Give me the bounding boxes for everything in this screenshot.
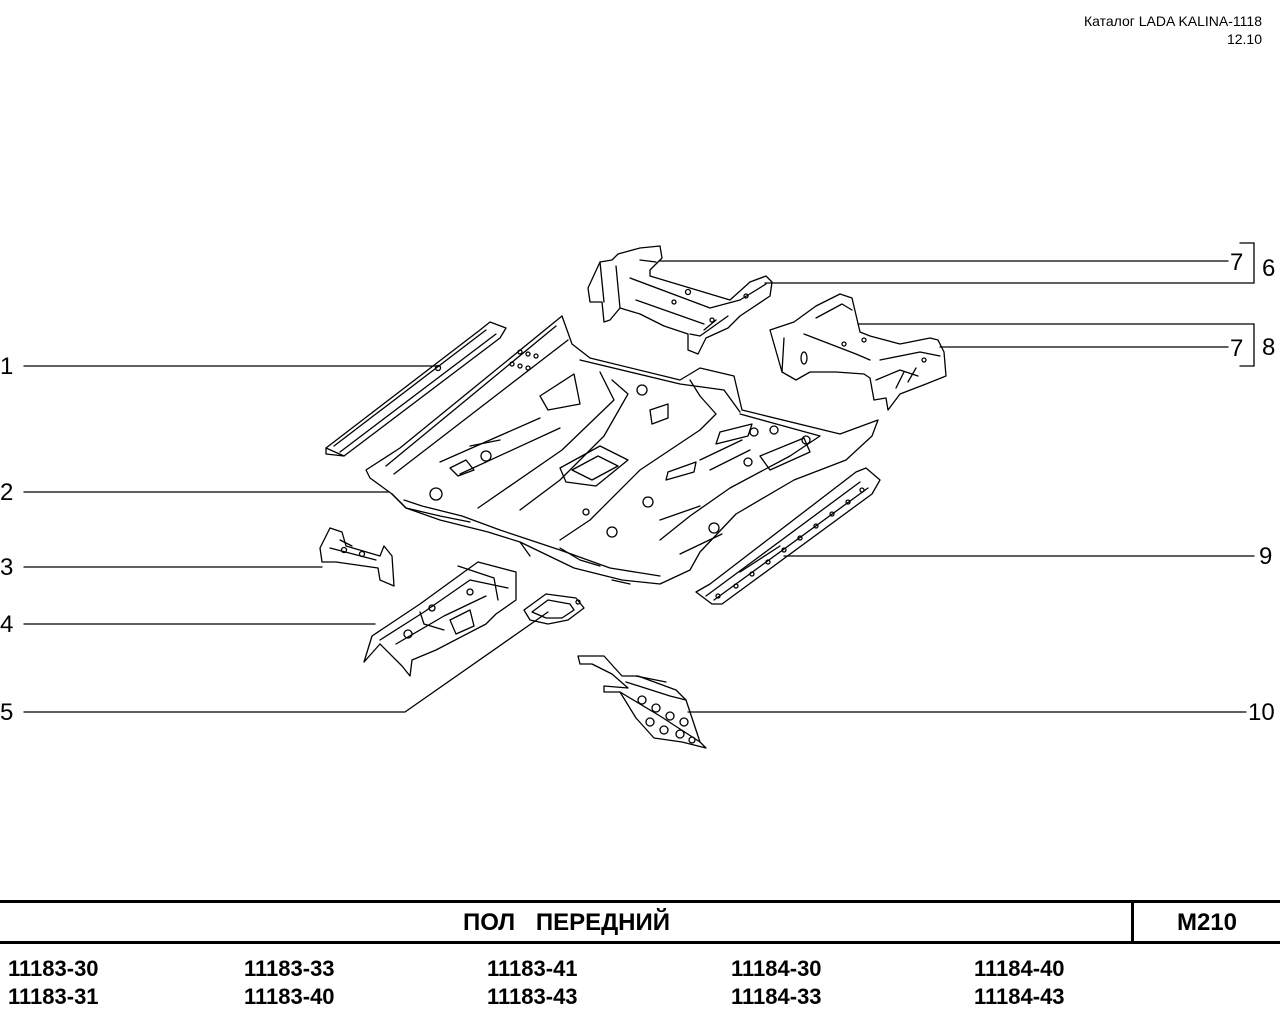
callout-10: 10 bbox=[1248, 699, 1275, 726]
page-title: ПОЛ ПЕРЕДНИЙ bbox=[462, 909, 671, 936]
model-code: 11184-40 bbox=[974, 956, 1065, 981]
model-code: 11183-40 bbox=[244, 984, 335, 1009]
model-code: 11183-43 bbox=[487, 984, 578, 1009]
part-2-floor-pan bbox=[365, 315, 879, 585]
callout-7-lower: 7 bbox=[1230, 335, 1244, 362]
callout-6: 6 bbox=[1262, 255, 1276, 282]
model-code: 11183-41 bbox=[487, 956, 578, 981]
part-1-rail bbox=[325, 321, 507, 457]
part-4-reinforcement bbox=[363, 561, 517, 677]
model-code: 11183-31 bbox=[8, 984, 99, 1009]
model-code: 11184-43 bbox=[974, 984, 1065, 1009]
model-code: 11184-30 bbox=[731, 956, 822, 981]
part-10-bracket bbox=[577, 655, 707, 749]
catalog-header: Каталог LADA KALINA-1118 12.10 bbox=[1084, 12, 1262, 48]
callout-3: 3 bbox=[0, 554, 14, 581]
part-9-sill bbox=[695, 467, 881, 605]
catalog-name: Каталог LADA KALINA-1118 bbox=[1083, 13, 1262, 29]
section-code: M210 bbox=[1176, 909, 1238, 936]
title-bar: ПОЛ ПЕРЕДНИЙ M210 bbox=[0, 900, 1280, 944]
part-6-crossmember bbox=[587, 245, 773, 355]
callout-5: 5 bbox=[0, 699, 14, 726]
callout-4: 4 bbox=[0, 611, 14, 638]
callout-9: 9 bbox=[1259, 543, 1273, 570]
model-code: 11183-30 bbox=[8, 956, 99, 981]
callout-8: 8 bbox=[1262, 334, 1276, 361]
callout-2: 2 bbox=[0, 479, 14, 506]
part-3-bracket bbox=[319, 527, 395, 587]
leader-lines bbox=[23, 242, 1255, 713]
title-divider bbox=[1131, 903, 1134, 941]
model-code: 11183-33 bbox=[244, 956, 335, 981]
callout-1: 1 bbox=[0, 353, 14, 380]
catalog-date: 12.10 bbox=[1226, 31, 1262, 47]
part-5-plate bbox=[523, 593, 585, 625]
parts-diagram bbox=[23, 242, 1255, 749]
part-8-crossmember bbox=[769, 293, 947, 411]
model-code: 11184-33 bbox=[731, 984, 822, 1009]
callout-7-upper: 7 bbox=[1230, 249, 1244, 276]
